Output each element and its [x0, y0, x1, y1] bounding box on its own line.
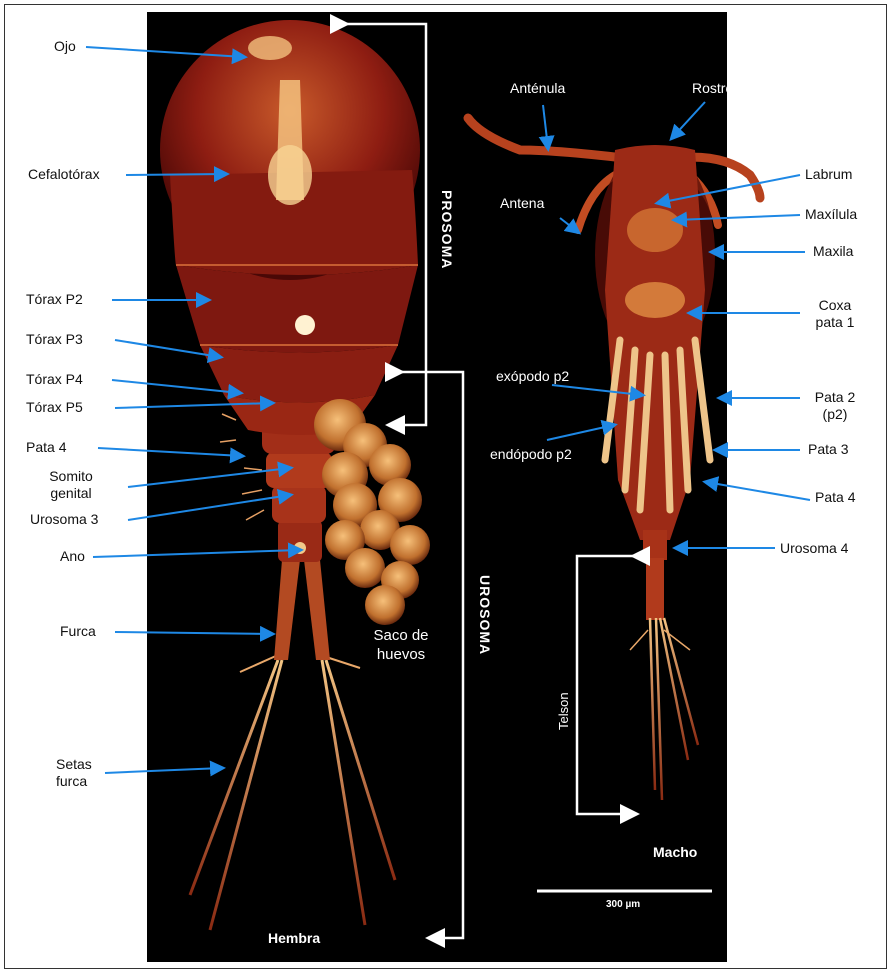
label-maxilula: Maxílula: [805, 206, 857, 223]
label-somito-line1: Somito: [36, 468, 106, 485]
label-endopodo-p2: endópodo p2: [490, 446, 572, 463]
label-urosoma: UROSOMA: [477, 575, 493, 655]
label-rostro: Rostro: [692, 80, 733, 97]
label-pata-2: Pata 2 (p2): [800, 389, 870, 423]
label-prosoma: PROSOMA: [439, 190, 455, 269]
label-coxa-line1: Coxa: [800, 297, 870, 314]
label-antenula: Anténula: [510, 80, 565, 97]
label-torax-p3: Tórax P3: [26, 331, 83, 348]
label-exopodo-p2: exópodo p2: [496, 368, 569, 385]
label-pata2-line2: (p2): [800, 406, 870, 423]
label-coxa-pata-1: Coxa pata 1: [800, 297, 870, 331]
label-telson: Telson: [556, 692, 571, 730]
label-antena: Antena: [500, 195, 544, 212]
label-maxila: Maxila: [813, 243, 853, 260]
egg-sac: [314, 399, 430, 625]
label-saco-line1: Saco de: [366, 626, 436, 645]
scale-bar-label: 300 µm: [606, 896, 640, 913]
label-setas-furca: Setas furca: [56, 756, 92, 790]
label-pata-4-female: Pata 4: [26, 439, 66, 456]
label-urosoma-3: Urosoma 3: [30, 511, 98, 528]
label-somito-genital: Somito genital: [36, 468, 106, 502]
label-saco-line2: huevos: [366, 645, 436, 664]
label-labrum: Labrum: [805, 166, 852, 183]
female-copepod: [160, 20, 430, 930]
label-furca: Furca: [60, 623, 96, 640]
female-title: Hembra: [268, 930, 320, 947]
label-torax-p2: Tórax P2: [26, 291, 83, 308]
label-saco-de-huevos: Saco de huevos: [366, 626, 436, 664]
label-torax-p5: Tórax P5: [26, 399, 83, 416]
label-torax-p4: Tórax P4: [26, 371, 83, 388]
male-title: Macho: [653, 844, 697, 861]
label-ojo: Ojo: [54, 38, 76, 55]
label-coxa-line2: pata 1: [800, 314, 870, 331]
label-ano: Ano: [60, 548, 85, 565]
label-pata2-line1: Pata 2: [800, 389, 870, 406]
label-urosoma-4: Urosoma 4: [780, 540, 848, 557]
label-cefalotorax: Cefalotórax: [28, 166, 100, 183]
label-setas-line2: furca: [56, 773, 92, 790]
label-pata-4-male: Pata 4: [815, 489, 855, 506]
label-setas-line1: Setas: [56, 756, 92, 773]
label-pata-3: Pata 3: [808, 441, 848, 458]
label-somito-line2: genital: [36, 485, 106, 502]
